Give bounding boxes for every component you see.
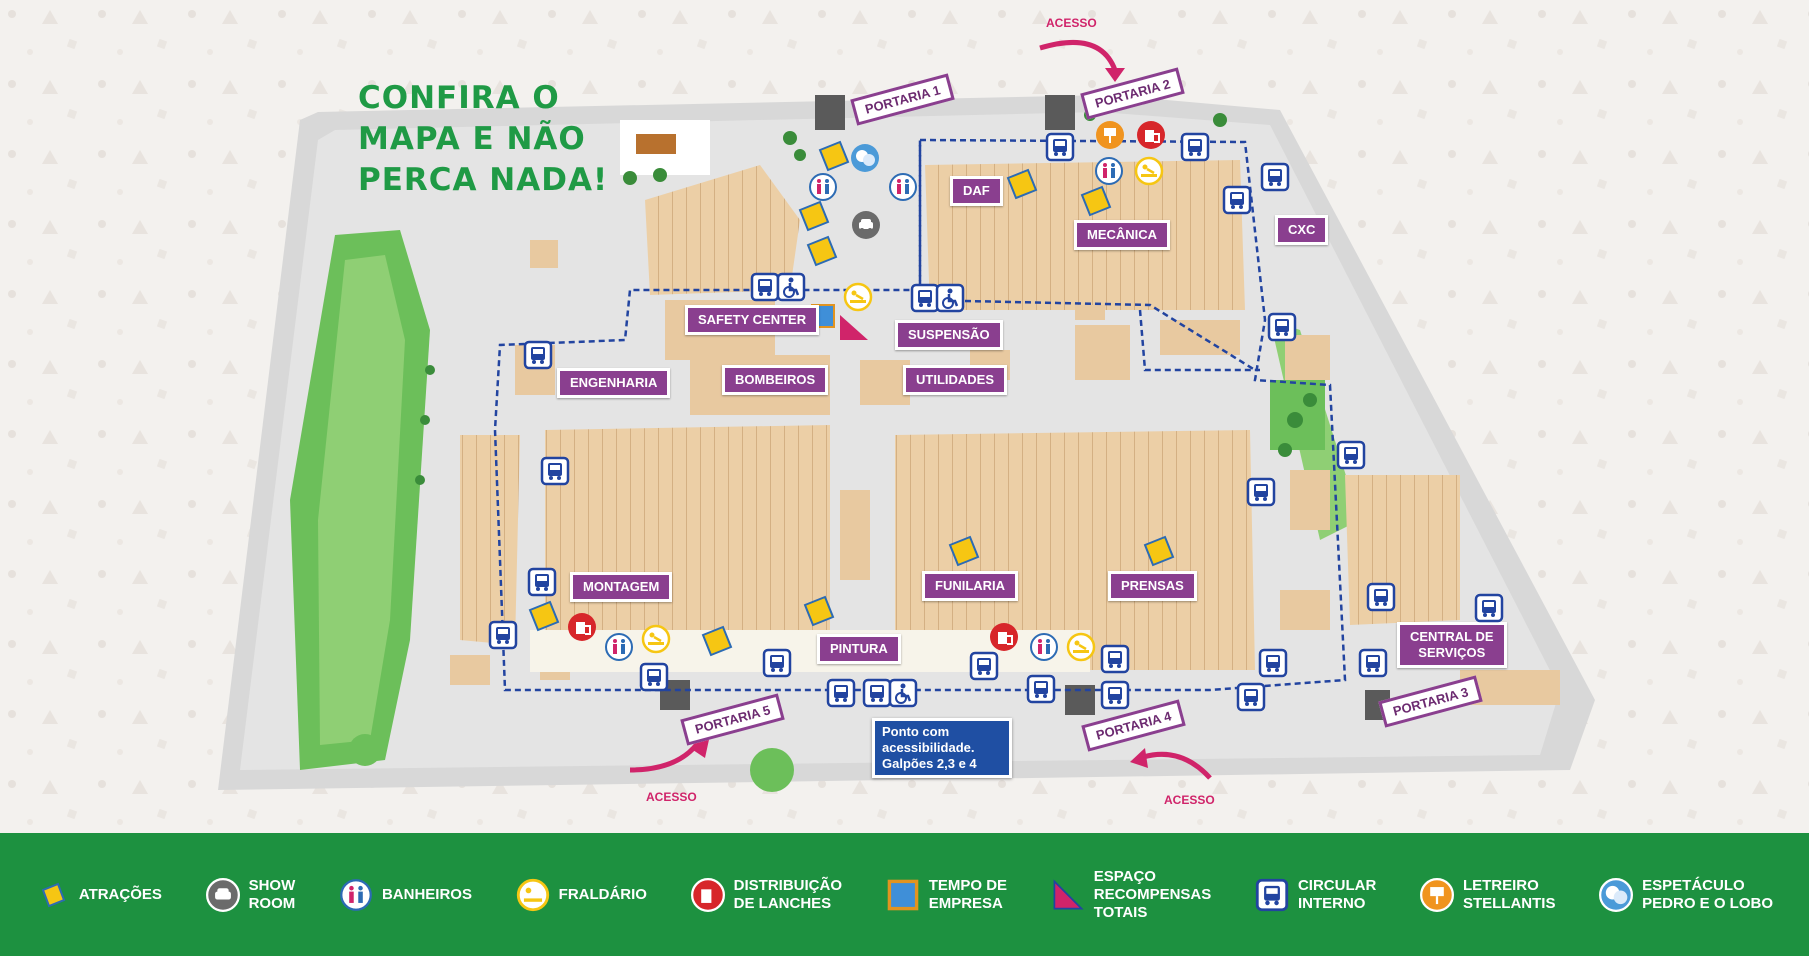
bus-icon [1100, 644, 1130, 674]
label-utilidades: UTILIDADES [903, 365, 1007, 395]
baby-changing-icon [516, 878, 550, 912]
legend-item-bus: CIRCULAR INTERNO [1255, 877, 1376, 913]
snack-icon [1137, 121, 1165, 149]
legend-item-company-time: TEMPO DE EMPRESA [886, 877, 1007, 913]
legend-label: BANHEIROS [381, 885, 472, 903]
label-mecanica: MECÂNICA [1074, 220, 1171, 250]
legend-label: LETREIRO STELLANTIS [1462, 876, 1556, 912]
legend-item-show: ESPETÁCULO PEDRO E O LOBO [1599, 877, 1773, 913]
bus-icon [1255, 878, 1289, 912]
rewards-icon [1051, 878, 1085, 912]
legend-label: CIRCULAR INTERNO [1297, 876, 1377, 912]
label-safety-center: SAFETY CENTER [685, 305, 820, 335]
show-masks-icon [851, 144, 879, 172]
baby-changing-icon [641, 624, 671, 654]
bus-icon [969, 651, 999, 681]
wheelchair-icon [935, 283, 965, 313]
legend-label: ESPAÇO RECOMPENSAS TOTAIS [1093, 867, 1212, 921]
baby-changing-icon [1066, 632, 1096, 662]
bus-icon [1336, 440, 1366, 470]
snack-icon [690, 877, 725, 912]
bus-icon [762, 648, 792, 678]
car-icon [205, 877, 240, 912]
bus-icon [1474, 593, 1504, 623]
snack-icon [568, 613, 596, 641]
bus-icon [750, 272, 780, 302]
bus-icon [826, 678, 856, 708]
legend-label: TEMPO DE EMPRESA [928, 876, 1008, 912]
snack-icon [990, 623, 1018, 651]
label-cxc: CXC [1275, 215, 1329, 245]
car-icon [852, 211, 880, 239]
restroom-icon [889, 173, 917, 201]
wheelchair-icon [776, 272, 806, 302]
bus-icon [639, 662, 669, 692]
access-label-left: ACESSO [646, 790, 697, 804]
label-prensas: PRENSAS [1108, 571, 1197, 601]
access-label-top: ACESSO [1046, 16, 1097, 30]
headline: CONFIRA O MAPA E NÃO PERCA NADA! [358, 80, 609, 198]
bus-icon [1180, 132, 1210, 162]
baby-changing-icon [843, 282, 873, 312]
label-pintura: PINTURA [817, 634, 901, 664]
legend-item-baby-changing: FRALDÁRIO [516, 878, 647, 912]
legend-label: DISTRIBUIÇÃO DE LANCHES [733, 876, 843, 912]
stellantis-sign-icon [1419, 877, 1454, 912]
legend-item-attractions: ATRAÇÕES [36, 878, 162, 912]
restroom-icon [605, 633, 633, 661]
bus-icon [1260, 162, 1290, 192]
site-map: CONFIRA O MAPA E NÃO PERCA NADA! DAF MEC… [0, 0, 1809, 833]
bus-icon [862, 678, 892, 708]
restroom-icon [1030, 633, 1058, 661]
legend-bar: ATRAÇÕES SHOW ROOM BANHEIROS FRALDÁRIO D… [0, 833, 1809, 956]
restroom-icon [809, 173, 837, 201]
bus-icon [523, 340, 553, 370]
bus-icon [1267, 312, 1297, 342]
bus-icon [540, 456, 570, 486]
bus-icon [1358, 648, 1388, 678]
bus-icon [527, 567, 557, 597]
bus-icon [1045, 132, 1075, 162]
attraction-icon [36, 878, 70, 912]
restroom-icon [1095, 157, 1123, 185]
legend-label: FRALDÁRIO [558, 885, 647, 903]
legend-item-show-room: SHOW ROOM [205, 876, 296, 913]
map-graphic [0, 0, 1809, 833]
bus-icon [488, 620, 518, 650]
bus-icon [1236, 682, 1266, 712]
legend-item-snacks: DISTRIBUIÇÃO DE LANCHES [690, 876, 843, 913]
bus-icon [1100, 680, 1130, 710]
label-engenharia: ENGENHARIA [557, 368, 671, 398]
legend-item-rewards: ESPAÇO RECOMPENSAS TOTAIS [1051, 867, 1212, 922]
label-bombeiros: BOMBEIROS [722, 365, 829, 395]
legend-label: SHOW ROOM [248, 876, 296, 912]
legend-label: ESPETÁCULO PEDRO E O LOBO [1642, 876, 1774, 912]
accessibility-note: Ponto com acessibilidade. Galpões 2,3 e … [872, 718, 1012, 778]
baby-changing-icon [1134, 156, 1164, 186]
stellantis-sign-icon [1096, 121, 1124, 149]
label-funilaria: FUNILARIA [922, 571, 1019, 601]
access-label-right: ACESSO [1164, 793, 1215, 807]
restroom-icon [339, 878, 373, 912]
wheelchair-icon [888, 678, 918, 708]
company-time-icon [886, 878, 920, 912]
bus-icon [1258, 648, 1288, 678]
bus-icon [1246, 477, 1276, 507]
label-central-servicos: CENTRAL DE SERVIÇOS [1397, 622, 1507, 668]
show-masks-icon [1599, 877, 1634, 912]
bus-icon [1366, 582, 1396, 612]
label-suspensao: SUSPENSÃO [895, 320, 1003, 350]
legend-item-stellantis-sign: LETREIRO STELLANTIS [1419, 876, 1556, 913]
label-daf: DAF [950, 176, 1003, 206]
bus-icon [1222, 185, 1252, 215]
label-montagem: MONTAGEM [570, 572, 673, 602]
bus-icon [1026, 674, 1056, 704]
legend-label: ATRAÇÕES [78, 885, 162, 903]
legend-item-restrooms: BANHEIROS [339, 878, 472, 912]
